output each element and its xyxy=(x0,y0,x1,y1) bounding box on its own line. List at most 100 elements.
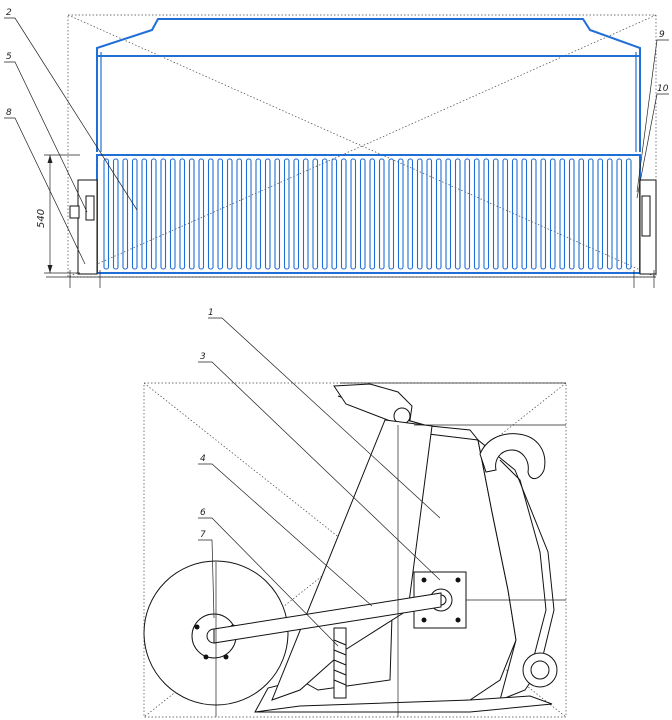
drum-rib xyxy=(616,158,623,270)
drum-rib xyxy=(226,158,233,270)
drum-rib xyxy=(388,158,395,270)
drum-rib xyxy=(445,158,452,270)
drum-rib xyxy=(397,158,404,270)
drum-rib xyxy=(255,158,262,270)
drum-rib xyxy=(597,158,604,270)
hub-bolt xyxy=(203,654,209,660)
drum-rib xyxy=(283,158,290,270)
side-plate-rib xyxy=(499,459,547,665)
spring-coils xyxy=(333,639,347,686)
leader-5 xyxy=(4,61,88,213)
drum-rib xyxy=(207,158,214,270)
leader-1 xyxy=(208,317,441,519)
drum-rib xyxy=(521,158,528,270)
top-view-bounding-box xyxy=(67,14,657,278)
drum-rib xyxy=(160,158,167,270)
hub-bolt xyxy=(223,654,229,660)
callout-4: 4 xyxy=(200,454,206,464)
drum-rib xyxy=(483,158,490,270)
drum-rib xyxy=(502,158,509,270)
bottom-skid xyxy=(254,695,553,713)
callout-2: 2 xyxy=(6,8,12,18)
hopper-frame-outline xyxy=(96,18,641,152)
drum-rib xyxy=(321,158,328,270)
drum-rib xyxy=(293,158,300,270)
leader-9 xyxy=(636,39,669,193)
bracket-bolt xyxy=(421,577,427,583)
drum-rib xyxy=(464,158,471,270)
drum-rib xyxy=(331,158,338,270)
drum-rib xyxy=(530,158,537,270)
drum-rib xyxy=(274,158,281,270)
drum-rib xyxy=(179,158,186,270)
callout-7: 7 xyxy=(200,530,206,540)
dimension-540: 540 xyxy=(36,154,80,274)
callout-5: 5 xyxy=(6,52,12,62)
drum-rib xyxy=(549,158,556,270)
bracket-bolt xyxy=(421,617,427,623)
leader-6 xyxy=(198,517,339,647)
left-gearbox xyxy=(77,179,98,275)
left-shaft-end xyxy=(69,205,80,219)
dimension-label: 540 xyxy=(36,209,47,228)
right-bearing xyxy=(641,195,651,237)
drum-rib xyxy=(540,158,547,270)
callout-6: 6 xyxy=(200,508,206,518)
leader-8 xyxy=(4,117,86,265)
bottom-ring-bore xyxy=(530,660,550,680)
leader-2 xyxy=(4,17,138,211)
callout-9: 9 xyxy=(659,30,665,40)
drum-rib xyxy=(625,158,632,270)
drum-rib xyxy=(407,158,414,270)
top-hinge xyxy=(333,383,413,425)
ribbed-drum xyxy=(96,154,641,274)
drum-ribs xyxy=(103,158,632,270)
leader-10 xyxy=(636,93,669,199)
left-bearing xyxy=(85,195,95,221)
drum-rib xyxy=(559,158,566,270)
drum-rib xyxy=(511,158,518,270)
drum-rib xyxy=(340,158,347,270)
callout-10: 10 xyxy=(657,84,669,94)
drum-rib xyxy=(103,158,110,270)
drum-rib xyxy=(350,158,357,270)
drum-rib xyxy=(198,158,205,270)
bracket-bolt xyxy=(455,577,461,583)
hub-bolt xyxy=(194,624,200,630)
drum-rib xyxy=(245,158,252,270)
top-hook xyxy=(479,433,546,479)
drum-rib xyxy=(435,158,442,270)
drum-rib xyxy=(264,158,271,270)
callout-1: 1 xyxy=(208,308,214,318)
drum-rib xyxy=(236,158,243,270)
side-view: 1 3 4 6 7 xyxy=(143,308,567,718)
drum-rib xyxy=(587,158,594,270)
link-rod xyxy=(213,592,442,644)
drum-rib xyxy=(568,158,575,270)
leader-7 xyxy=(198,539,215,619)
drum-rib xyxy=(492,158,499,270)
drum-rib xyxy=(369,158,376,270)
drum-rib xyxy=(112,158,119,270)
drum-rib xyxy=(188,158,195,270)
leader-3 xyxy=(198,361,441,581)
drum-rib xyxy=(150,158,157,270)
top-view-diagonal xyxy=(67,14,657,278)
drum-rib xyxy=(302,158,309,270)
drum-rib xyxy=(169,158,176,270)
drum-rib xyxy=(426,158,433,270)
drum-rib xyxy=(606,158,613,270)
drum-rib xyxy=(131,158,138,270)
bracket-bolt xyxy=(455,617,461,623)
drum-rib xyxy=(217,158,224,270)
drum-rib xyxy=(578,158,585,270)
callout-8: 8 xyxy=(6,108,12,118)
drum-rib xyxy=(359,158,366,270)
drum-rib xyxy=(141,158,148,270)
drum-rib xyxy=(416,158,423,270)
top-view: 540 2 5 8 9 10 xyxy=(4,8,669,288)
drum-rib xyxy=(473,158,480,270)
callout-3: 3 xyxy=(200,352,206,362)
drum-rib xyxy=(454,158,461,270)
